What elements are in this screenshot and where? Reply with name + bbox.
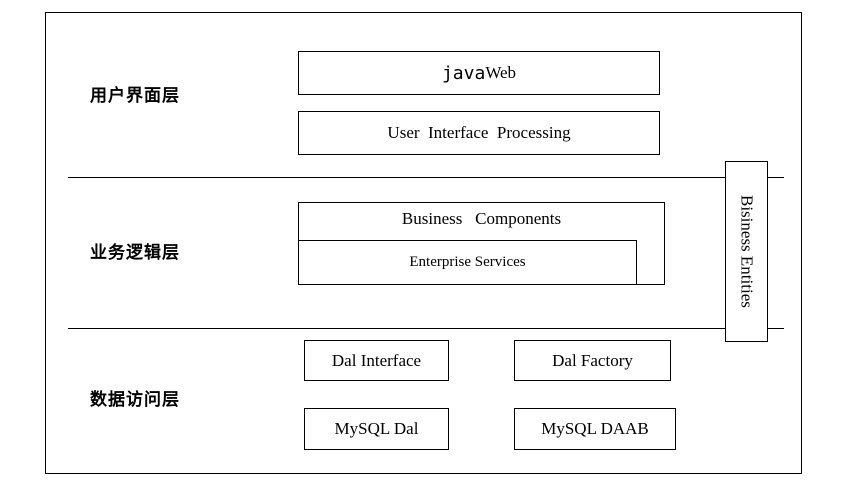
mysql-daab-box: MySQL DAAB [514, 408, 676, 450]
dal-factory-label: Dal Factory [552, 350, 633, 370]
data-layer-label: 数据访问层 [90, 390, 180, 410]
javaweb-prefix: java [441, 62, 486, 84]
business-layer-label: 业务逻辑层 [90, 243, 180, 263]
dal-interface-box: Dal Interface [304, 340, 449, 381]
mysql-dal-label: MySQL Dal [334, 419, 419, 438]
javaweb-suffix: Web [485, 63, 517, 82]
business-entities-label: Bisiness Entities [737, 195, 757, 308]
dal-factory-box: Dal Factory [514, 340, 671, 381]
diagram-frame [45, 12, 802, 474]
dal-interface-label: Dal Interface [331, 350, 422, 370]
layer-divider-top [68, 177, 784, 178]
business-entities-box: Bisiness Entities [725, 161, 768, 342]
layer-divider-bottom [68, 328, 784, 329]
ui-processing-box: User Interface Processing [298, 111, 660, 155]
ui-processing-label: User Interface Processing [387, 123, 571, 142]
ui-layer-label: 用户界面层 [90, 86, 180, 106]
enterprise-services-box: Enterprise Services [298, 240, 637, 285]
mysql-daab-label: MySQL DAAB [541, 419, 649, 438]
mysql-dal-box: MySQL Dal [304, 408, 449, 450]
business-components-label: Business Components [401, 209, 562, 228]
enterprise-services-label: Enterprise Services [409, 254, 526, 270]
